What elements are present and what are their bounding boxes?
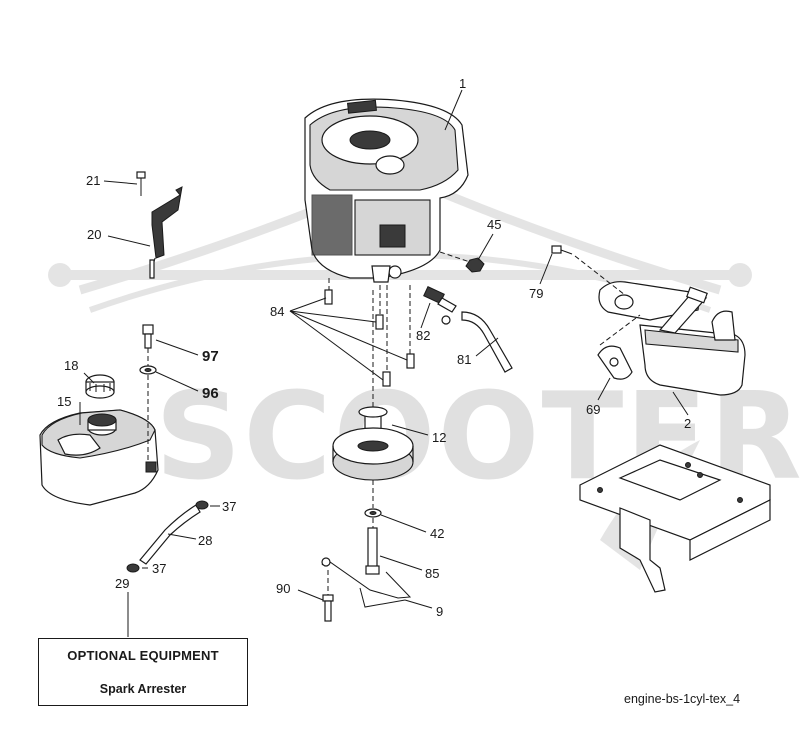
callout-42[interactable]: 42 <box>430 526 444 541</box>
callout-15[interactable]: 15 <box>57 394 71 409</box>
optional-equipment-box: OPTIONAL EQUIPMENT Spark Arrester <box>38 638 248 706</box>
washer-42[interactable] <box>364 480 382 518</box>
hose-clamp-top[interactable] <box>195 500 209 510</box>
fuel-tank[interactable] <box>39 409 159 506</box>
callout-84[interactable]: 84 <box>270 304 284 319</box>
callout-85[interactable]: 85 <box>425 566 439 581</box>
washer-96[interactable] <box>139 348 157 460</box>
engine-bolts[interactable] <box>324 278 415 387</box>
figure-id: engine-bs-1cyl-tex_4 <box>624 692 741 706</box>
leader-lines <box>79 89 689 637</box>
hose-clamp-bottom[interactable] <box>126 563 140 573</box>
engine-mount-plate[interactable] <box>579 444 771 593</box>
callout-81[interactable]: 81 <box>457 352 471 367</box>
fuel-line[interactable] <box>461 311 513 373</box>
callout-1[interactable]: 1 <box>459 76 466 91</box>
callout-37-bottom[interactable]: 37 <box>152 561 166 576</box>
callout-labels: 1 2 9 12 15 18 20 21 28 29 37 37 42 45 6… <box>57 76 691 619</box>
callout-97[interactable]: 97 <box>202 348 219 365</box>
optional-equipment-title: OPTIONAL EQUIPMENT <box>67 648 219 664</box>
callout-79[interactable]: 79 <box>529 286 543 301</box>
callout-96[interactable]: 96 <box>202 385 219 402</box>
callout-45[interactable]: 45 <box>487 217 501 232</box>
callout-9[interactable]: 9 <box>436 604 443 619</box>
muffler[interactable] <box>598 281 746 396</box>
bolt-97[interactable] <box>142 324 154 349</box>
callout-29[interactable]: 29 <box>115 576 129 591</box>
gasket[interactable] <box>597 345 633 380</box>
callout-37-top[interactable]: 37 <box>222 499 236 514</box>
brake-rod[interactable] <box>321 557 412 608</box>
callout-69[interactable]: 69 <box>586 402 600 417</box>
optional-equipment-item: Spark Arrester <box>99 681 187 696</box>
bolt-85[interactable] <box>365 518 380 575</box>
throttle-bracket[interactable] <box>136 171 183 279</box>
callout-12[interactable]: 12 <box>432 430 446 445</box>
callout-2[interactable]: 2 <box>684 416 691 431</box>
callout-28[interactable]: 28 <box>198 533 212 548</box>
callout-90[interactable]: 90 <box>276 581 290 596</box>
pulley[interactable] <box>332 290 414 481</box>
callout-18[interactable]: 18 <box>64 358 78 373</box>
callout-82[interactable]: 82 <box>416 328 430 343</box>
bolt-90[interactable] <box>322 570 334 622</box>
callout-21[interactable]: 21 <box>86 173 100 188</box>
nut-45[interactable] <box>439 251 485 273</box>
callout-20[interactable]: 20 <box>87 227 101 242</box>
fuel-cap[interactable] <box>85 374 115 399</box>
bolt-79[interactable] <box>551 245 641 346</box>
engine[interactable] <box>304 98 469 283</box>
fuel-fitting[interactable] <box>423 286 457 325</box>
